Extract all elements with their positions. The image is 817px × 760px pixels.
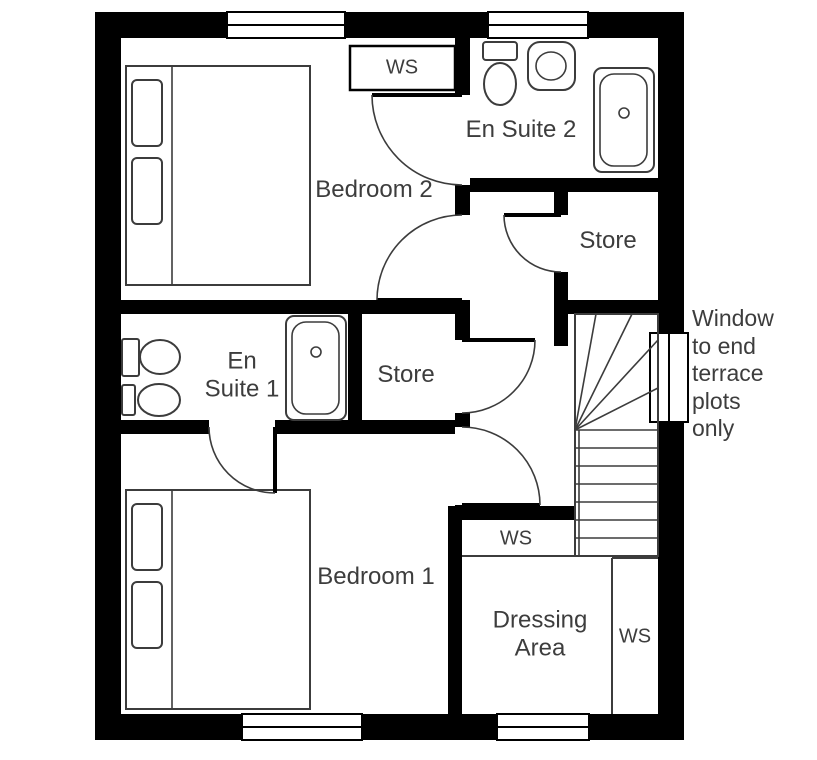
ws-label-bedroom-2: WS <box>385 56 419 79</box>
bed-bedroom-1 <box>125 489 311 710</box>
wall <box>95 12 684 38</box>
wardrobe-dressing-top <box>462 520 576 557</box>
doors <box>208 93 562 507</box>
wall <box>95 12 121 740</box>
end-terrace-window <box>649 332 689 423</box>
wall <box>470 178 658 192</box>
wall <box>455 300 470 340</box>
ws-label-dressing-top: WS <box>499 527 533 550</box>
room-label-dressing-area: Dressing Area <box>492 606 588 661</box>
wall <box>120 420 209 434</box>
window-bottom-left <box>241 713 363 741</box>
bathtub-ensuite-1 <box>285 315 347 421</box>
wall <box>448 506 462 714</box>
basin-ensuite-1 <box>121 383 181 417</box>
wall <box>455 413 470 427</box>
room-label-store-upper: Store <box>579 227 637 255</box>
window-top-left <box>226 11 346 39</box>
wall <box>554 192 568 215</box>
toilet-ensuite-2 <box>482 41 518 106</box>
wall <box>554 314 568 346</box>
window-note: Window to end terrace plots only <box>692 305 774 442</box>
interior-walls <box>120 38 658 714</box>
wardrobe-bedroom-2 <box>348 44 457 92</box>
room-label-store-middle: Store <box>377 361 435 389</box>
door-swing-bedroom-2 <box>376 214 463 302</box>
window-bottom-right <box>496 713 590 741</box>
room-label-ensuite-1: En Suite 1 <box>204 347 280 402</box>
toilet-ensuite-1 <box>121 338 181 377</box>
wall <box>120 300 455 314</box>
door-swing-store-middle <box>461 338 536 414</box>
room-label-bedroom-1: Bedroom 1 <box>317 563 435 591</box>
door-swing-ensuite-2 <box>371 93 463 186</box>
basin-ensuite-2 <box>527 41 576 91</box>
windows <box>226 11 689 741</box>
ws-label-dressing-side: WS <box>618 625 652 648</box>
door-swing-store-upper <box>503 213 562 273</box>
wall <box>448 506 575 520</box>
wall <box>455 185 470 215</box>
door-swing-bedroom-1 <box>461 426 541 507</box>
wall <box>455 38 470 95</box>
room-label-ensuite-2: En Suite 2 <box>465 116 577 144</box>
wall <box>554 300 658 314</box>
wall <box>95 714 684 740</box>
wall <box>348 300 362 434</box>
window-top-right <box>487 11 589 39</box>
wall <box>554 272 568 300</box>
wall <box>275 420 455 434</box>
door-swing-ensuite-1 <box>208 426 277 494</box>
staircase-icon <box>574 313 659 557</box>
wardrobe-dressing-side <box>611 557 658 714</box>
room-label-bedroom-2: Bedroom 2 <box>315 176 433 204</box>
bed-bedroom-2 <box>125 65 311 286</box>
bathtub-ensuite-2 <box>593 67 655 173</box>
